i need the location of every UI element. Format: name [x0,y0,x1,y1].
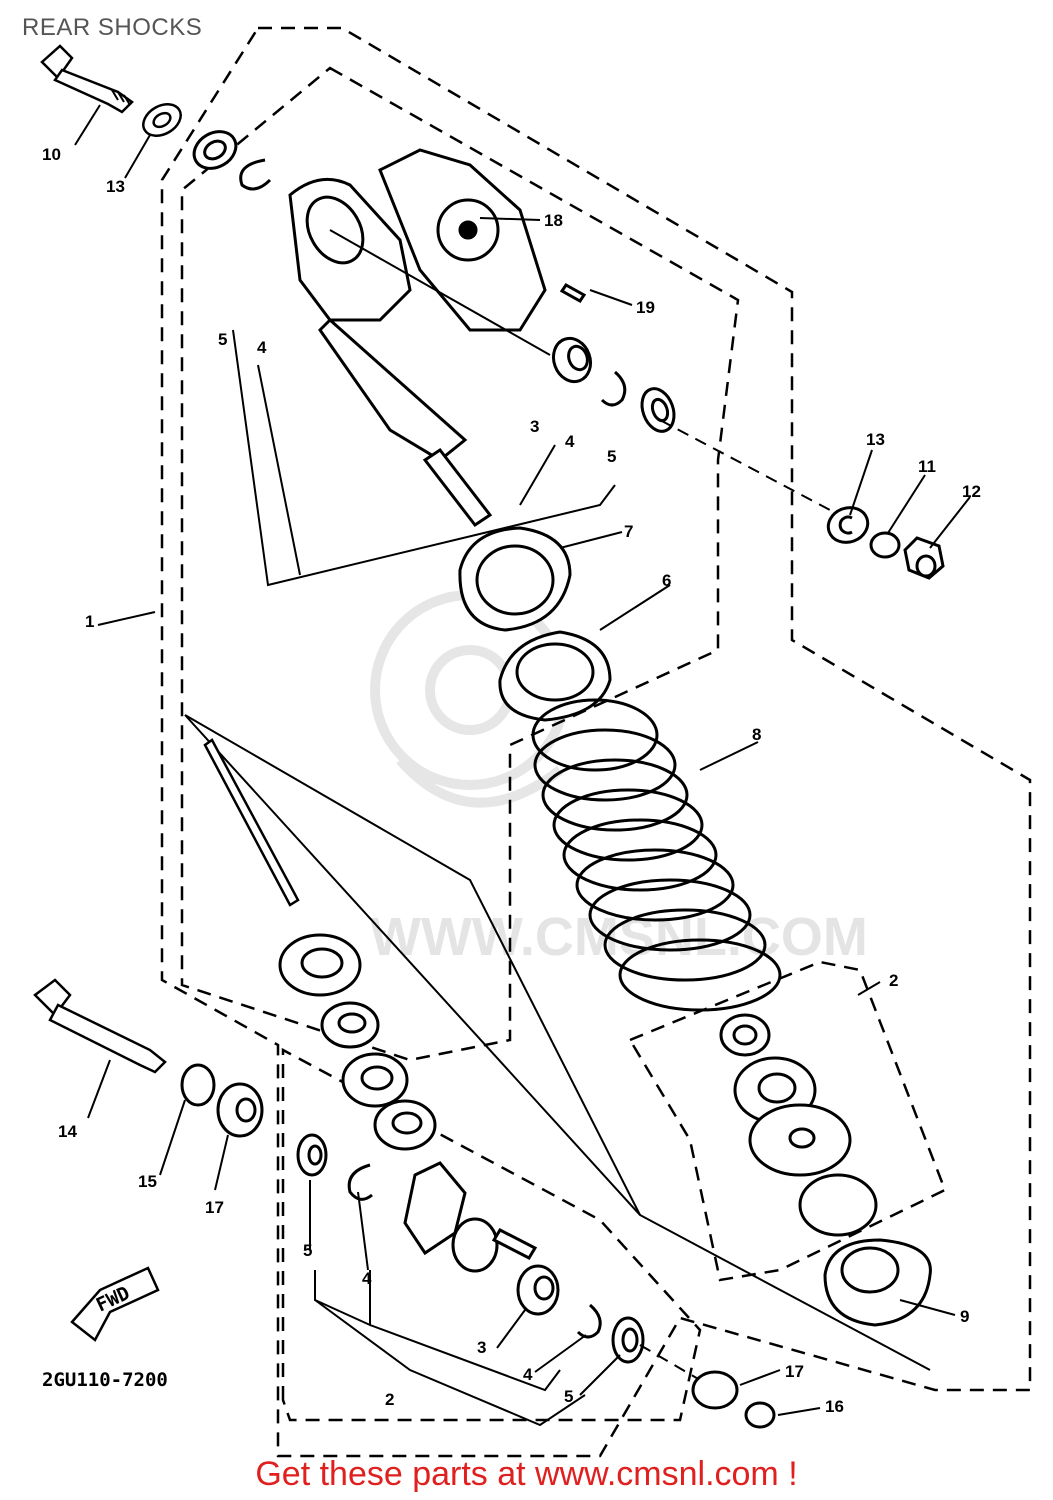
callout-17: 17 [205,1198,224,1217]
ring-nut-6-icon [498,630,612,722]
callout-16: 16 [825,1397,844,1416]
washer-11-icon [869,531,901,559]
oil-seal-lower-icon [296,1133,328,1177]
callout-8: 8 [752,725,761,744]
callout-4: 4 [257,338,267,357]
circlip-upper-icon [239,158,272,191]
callout-11: 11 [918,457,936,476]
leader-lines [74,104,971,1416]
collar-17-icon [216,1082,264,1138]
callout-3: 3 [477,1338,486,1357]
bush-lower-icon [516,1264,560,1316]
fwd-arrow-icon: FWD [70,1266,160,1342]
bolt-10-icon [40,44,134,114]
callout-7: 7 [624,522,633,541]
callout-labels: 10 13 18 19 5 4 3 4 5 13 11 12 7 6 1 8 2… [42,145,981,1416]
axis-line-lower [639,1344,701,1381]
damper-body-icon [288,148,587,528]
callout-15: 15 [138,1172,157,1191]
outline-spring-lower [628,960,947,1282]
callout-13: 13 [106,177,125,196]
circlip-lower-right-icon [576,1303,602,1339]
callout-5: 5 [564,1387,573,1406]
callout-18: 18 [544,211,563,230]
bush-upper-icon [551,336,593,384]
callout-1: 1 [85,612,94,631]
spring-seat-parts-icon [719,1013,932,1327]
callout-4: 4 [362,1269,372,1288]
callout-14: 14 [58,1122,77,1141]
collar-17b-icon [691,1370,739,1410]
circlip-lower-icon [347,1163,373,1201]
collar-13b-icon [826,506,870,544]
ring-nut-7-icon [458,526,572,632]
outline-lower-link [281,1047,702,1422]
callout-5: 5 [218,330,227,349]
bearing-lower-icon [278,933,437,1151]
circlip-upper-right-icon [600,370,627,407]
assembly-outlines [160,26,1032,1458]
pin-rod-icon [203,738,300,907]
callout-3: 3 [530,417,539,436]
callout-9: 9 [960,1307,969,1326]
bolt-14-icon [33,978,167,1074]
diagram-code: 2GU110-7200 [42,1369,168,1391]
callout-17: 17 [785,1362,804,1381]
collar-13-icon [142,103,182,137]
footer-link[interactable]: Get these parts at www.cmsnl.com ! [255,1455,798,1493]
callout-2: 2 [385,1390,394,1409]
oil-seal-lower-right-icon [611,1316,645,1364]
nut-12-icon [903,536,945,580]
callout-4: 4 [523,1365,533,1384]
axis-line-upper [659,419,831,511]
callout-12: 12 [962,482,981,501]
washer-16-icon [744,1401,776,1429]
callout-10: 10 [42,145,61,164]
callout-2: 2 [889,971,898,990]
callout-5: 5 [607,447,616,466]
callout-4: 4 [565,432,575,451]
oil-seal-upper-right-icon [640,387,676,433]
lower-eye-icon [403,1161,538,1273]
callout-19: 19 [636,298,655,317]
callout-13: 13 [866,430,885,449]
bracket-lines [184,329,931,1427]
outline-damper-upper [180,66,740,1062]
spring-8-icon [531,698,782,1012]
page-title: REAR SHOCKS [22,14,203,41]
callout-6: 6 [662,571,671,590]
washer-15-icon [180,1063,216,1107]
oil-seal-upper-icon [192,130,238,170]
outline-assembly-1 [160,26,1032,1458]
callout-5: 5 [303,1241,312,1260]
